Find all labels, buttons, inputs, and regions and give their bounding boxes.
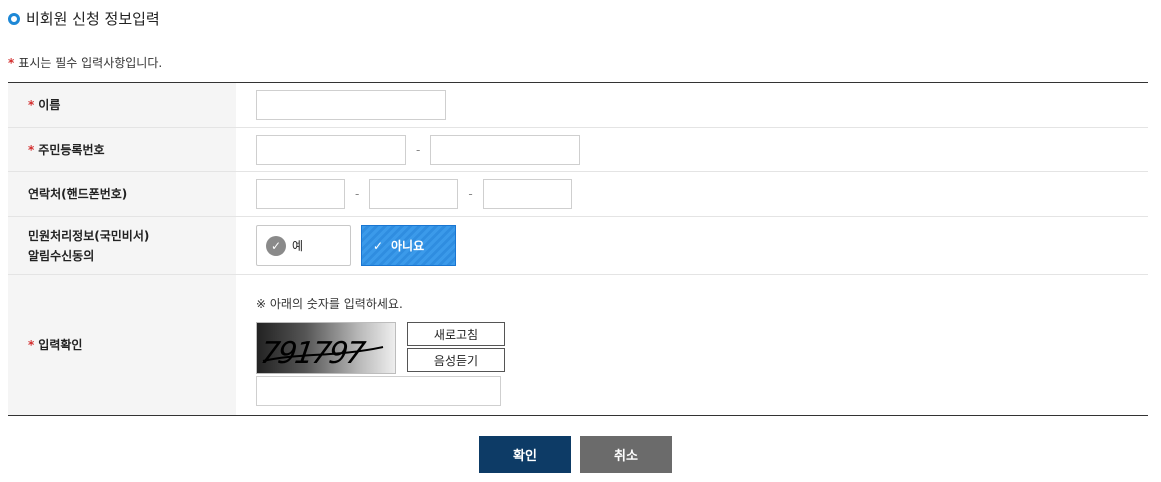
form-row-rrn: * 주민등록번호 - [8,128,1148,172]
captcha-image: 791797 [256,322,396,374]
required-asterisk-icon: * [8,55,15,70]
phone-label-text: 연락처(핸드폰번호) [28,187,128,201]
rrn-back-input[interactable] [430,134,581,165]
required-asterisk-icon: * [28,98,35,112]
captcha-label-text: 입력확인 [38,338,83,352]
required-note: * 표시는 필수 입력사항입니다. [8,54,162,71]
captcha-label: * 입력확인 [8,275,236,415]
application-form: * 이름 * 주민등록번호 - 연락처(핸드폰번호) [8,82,1148,416]
rrn-separator: - [416,142,421,157]
captcha-code: 791797 [258,336,367,371]
captcha-audio-button[interactable]: 음성듣기 [407,348,505,372]
captcha-noise-line [262,346,384,362]
phone-first-input[interactable] [256,179,345,209]
circle-bullet-icon [8,12,20,25]
phone-label: 연락처(핸드폰번호) [8,172,236,216]
name-label: * 이름 [8,83,236,127]
form-row-consent: 민원처리정보(국민비서) 알림수신동의 ✓ 예 ✓ 아니요 [8,217,1148,275]
consent-label-line2: 알림수신동의 [28,248,95,263]
check-icon: ✓ [266,235,286,256]
phone-last-input[interactable] [482,179,572,209]
section-title: 비회원 신청 정보입력 [26,10,160,28]
form-actions: 확인 취소 [479,436,672,473]
rrn-value: - [236,128,1148,171]
consent-label: 민원처리정보(국민비서) 알림수신동의 [8,217,236,274]
rrn-front-input[interactable] [256,134,406,165]
confirm-button[interactable]: 확인 [479,436,571,473]
captcha-value: ※ 아래의 숫자를 입력하세요. 791797 새로고침 음성듣기 [236,275,1148,415]
captcha-buttons: 새로고침 음성듣기 [407,322,505,374]
rrn-label: * 주민등록번호 [8,128,236,171]
form-row-captcha: * 입력확인 ※ 아래의 숫자를 입력하세요. 791797 새로고침 음성듣기 [8,275,1148,415]
cancel-button[interactable]: 취소 [580,436,672,473]
consent-yes-option[interactable]: ✓ 예 [256,225,351,266]
required-note-text: 표시는 필수 입력사항입니다. [18,56,163,70]
phone-middle-input[interactable] [369,179,459,209]
consent-value: ✓ 예 ✓ 아니요 [236,217,1148,274]
captcha-refresh-button[interactable]: 새로고침 [407,322,505,346]
phone-value: - - [236,172,1148,216]
name-value [236,83,1148,127]
consent-no-label: 아니요 [391,239,425,253]
section-header: 비회원 신청 정보입력 [8,8,160,29]
captcha-graphic: 791797 [258,336,384,371]
required-asterisk-icon: * [28,338,35,352]
form-row-phone: 연락처(핸드폰번호) - - [8,172,1148,217]
captcha-input[interactable] [256,376,501,406]
name-label-text: 이름 [38,98,61,112]
captcha-instruction: ※ 아래의 숫자를 입력하세요. [256,297,403,311]
consent-label-line1: 민원처리정보(국민비서) [28,228,150,243]
form-row-name: * 이름 [8,83,1148,128]
phone-separator-2: - [468,187,473,201]
required-asterisk-icon: * [28,142,35,157]
rrn-label-text: 주민등록번호 [38,142,105,157]
name-input[interactable] [256,90,446,120]
consent-no-option[interactable]: ✓ 아니요 [361,225,456,266]
phone-separator-1: - [355,187,360,201]
consent-yes-label: 예 [292,239,304,253]
check-icon: ✓ [372,238,384,253]
captcha-line: 791797 새로고침 음성듣기 [256,322,1148,374]
